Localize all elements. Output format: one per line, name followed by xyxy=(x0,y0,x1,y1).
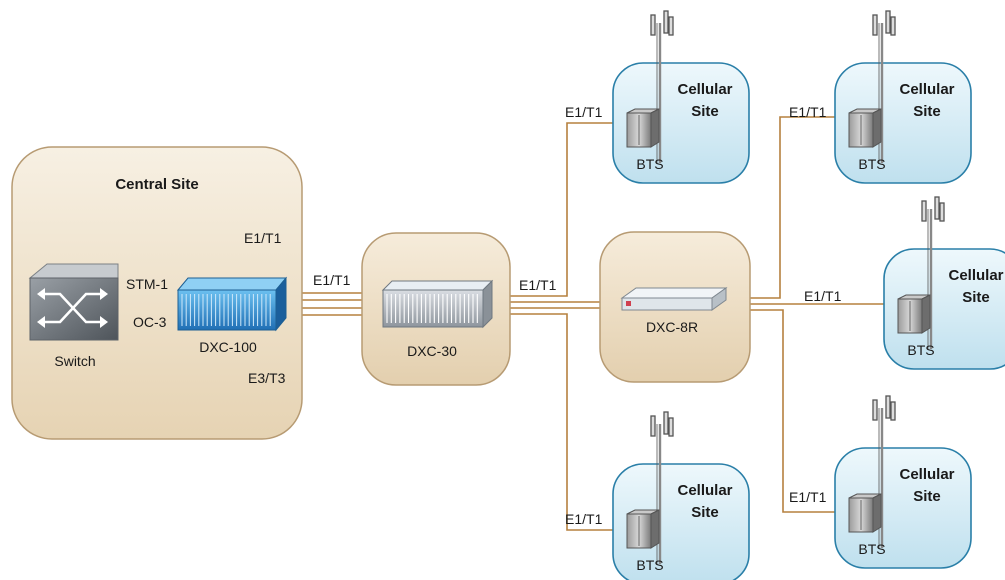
bts-cabinet-icon xyxy=(626,108,660,148)
cellular-site-box xyxy=(612,463,750,580)
switch-icon xyxy=(28,263,119,341)
cellular-link-label: E1/T1 xyxy=(789,489,827,505)
cellular-site-box xyxy=(883,248,1005,370)
central-site-title: Central Site xyxy=(115,176,198,193)
cellular-site-title: Site xyxy=(691,103,719,120)
cellular-site-title: Site xyxy=(691,504,719,521)
central-site: Central Site Switch STM-1 OC-3 DXC-100 xyxy=(11,146,303,440)
dxc8r-label: DXC-8R xyxy=(646,319,698,335)
bts-label: BTS xyxy=(858,156,885,172)
cellular-site-title: Cellular xyxy=(899,466,954,483)
dxc30-node: DXC-30 xyxy=(361,232,511,386)
cellular-link-label: E1/T1 xyxy=(804,288,842,304)
bts-label: BTS xyxy=(907,342,934,358)
antenna-tower-icon xyxy=(650,10,674,163)
switch-label: Switch xyxy=(54,353,95,369)
cellular-site-box xyxy=(834,62,972,184)
bts-cabinet-icon xyxy=(626,509,660,549)
bts-cabinet-icon xyxy=(897,294,931,334)
dxc30-device xyxy=(381,279,494,329)
cellular-sites: CellularSiteBTSE1/T1CellularSiteBTSE1/T1… xyxy=(565,10,1005,580)
cellular-site-box xyxy=(834,447,972,569)
antenna-tower-icon xyxy=(650,411,674,564)
cellular-site-box xyxy=(612,62,750,184)
oc3-label: OC-3 xyxy=(133,314,167,330)
dxc100-e3t3-label: E3/T3 xyxy=(248,370,286,386)
cellular-link-label: E1/T1 xyxy=(565,511,603,527)
dxc30-label: DXC-30 xyxy=(407,343,457,359)
cellular-site-title: Site xyxy=(913,103,941,120)
bts-label: BTS xyxy=(858,541,885,557)
stm1-label: STM-1 xyxy=(126,276,168,292)
link-dxc30-cell2 xyxy=(490,313,625,531)
cellular-site-title: Site xyxy=(913,488,941,505)
dxc100-device xyxy=(176,276,288,332)
bts-cabinet-icon xyxy=(848,493,882,533)
dxc8r-node: DXC-8R xyxy=(599,231,751,383)
cellular-site-title: Cellular xyxy=(677,482,732,499)
dxc30-out-label: E1/T1 xyxy=(519,277,557,293)
link-dxc8r-cell5 xyxy=(728,309,858,513)
dxc8r-device xyxy=(620,287,728,311)
dxc100-label: DXC-100 xyxy=(199,339,257,355)
cellular-site-title: Site xyxy=(962,289,990,306)
link-dxc8r-cell3 xyxy=(728,116,855,299)
bts-label: BTS xyxy=(636,156,663,172)
cellular-link-label: E1/T1 xyxy=(565,104,603,120)
cellular-link-label: E1/T1 xyxy=(789,104,827,120)
link-central-label: E1/T1 xyxy=(313,272,351,288)
link-dxc30-cell1 xyxy=(490,122,625,297)
bts-cabinet-icon xyxy=(848,108,882,148)
cellular-site-title: Cellular xyxy=(677,81,732,98)
dxc100-e1t1-label: E1/T1 xyxy=(244,230,282,246)
central-site-box xyxy=(11,146,303,440)
cellular-site-title: Cellular xyxy=(948,267,1003,284)
cellular-site-title: Cellular xyxy=(899,81,954,98)
bts-label: BTS xyxy=(636,557,663,573)
